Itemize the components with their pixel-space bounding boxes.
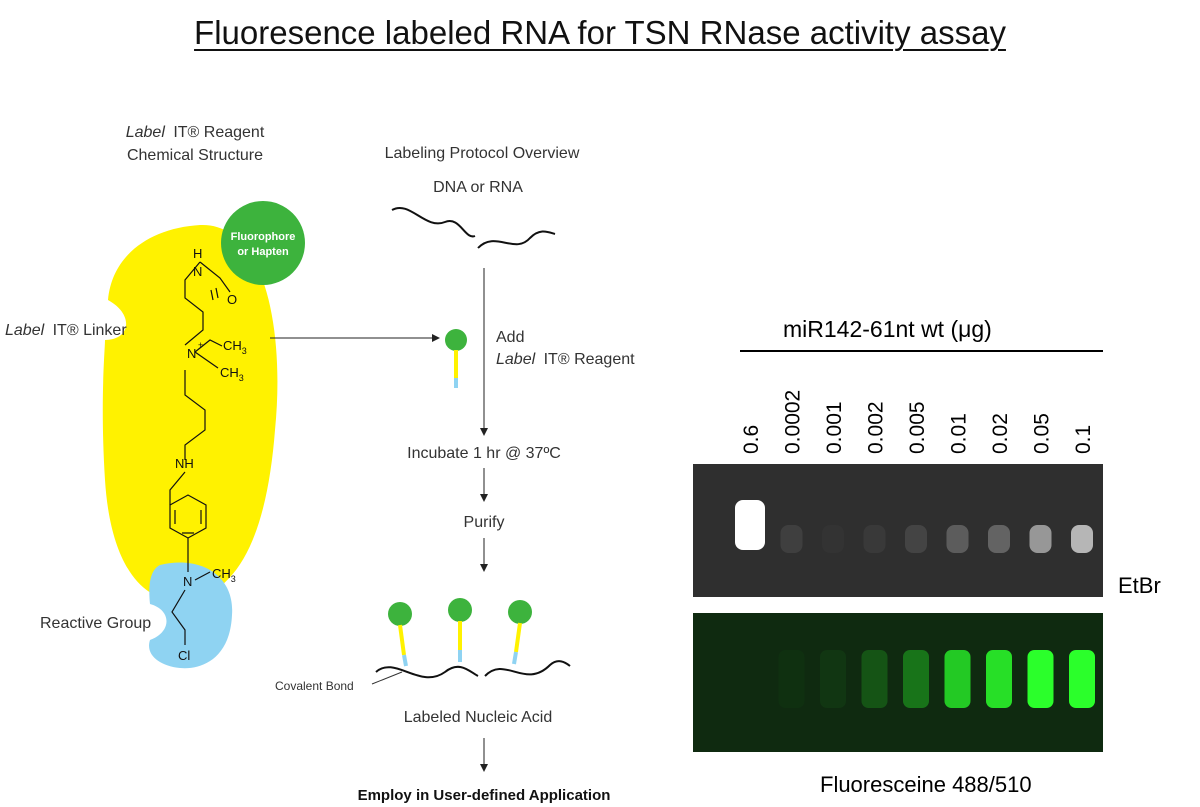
add-label: Add bbox=[496, 329, 524, 346]
fluor-label: Fluoresceine 488/510 bbox=[820, 772, 1032, 797]
atom-plus-sign: + bbox=[198, 340, 203, 350]
atom-n-plus: N bbox=[187, 346, 196, 361]
fluorophore-label-1: Fluorophore bbox=[231, 231, 296, 243]
structure-heading-2: Chemical Structure bbox=[127, 147, 263, 164]
lane-label: 0.05 bbox=[1031, 413, 1054, 454]
atom-cl: Cl bbox=[178, 648, 190, 663]
etbr-band bbox=[905, 525, 927, 553]
lane-labels: 0.6 0.0002 0.001 0.002 0.005 0.01 0.02 0.05 0.1 bbox=[740, 390, 1095, 454]
fluor-band bbox=[861, 650, 888, 708]
fluor-band bbox=[986, 650, 1012, 708]
fluor-band bbox=[1027, 650, 1054, 708]
lane-label: 0.0002 bbox=[782, 390, 805, 454]
flow-arrowhead-3 bbox=[480, 564, 488, 572]
etbr-band bbox=[822, 525, 844, 553]
linker-blob bbox=[102, 224, 278, 601]
employ-label: Employ in User-defined Application bbox=[358, 787, 611, 804]
reactive-group-label: Reactive Group bbox=[40, 615, 151, 632]
etbr-bands bbox=[735, 500, 1093, 553]
fluor-band bbox=[903, 650, 929, 708]
lane-label: 0.005 bbox=[906, 401, 929, 454]
add-reagent-label: Label IT® Reagent bbox=[496, 351, 635, 368]
flow-arrowhead-1 bbox=[480, 428, 488, 436]
atom-ch3-b: CH3 bbox=[220, 365, 244, 383]
lane-label: 0.6 bbox=[740, 425, 763, 454]
fluorophore-circle bbox=[221, 201, 305, 285]
fluor-band bbox=[779, 650, 805, 708]
linker-label: Label IT® Linker bbox=[5, 322, 127, 339]
fluorophore-label-2: or Hapten bbox=[237, 246, 289, 258]
atom-ch3-c: CH3 bbox=[212, 566, 236, 584]
purify-label: Purify bbox=[464, 514, 505, 531]
etbr-band bbox=[946, 525, 969, 553]
gel-header: miR142-61nt wt (μg) bbox=[783, 316, 992, 342]
flow-arrowhead-2 bbox=[480, 494, 488, 502]
strand-2 bbox=[477, 230, 556, 249]
dna-rna-label: DNA or RNA bbox=[433, 179, 523, 196]
etbr-band bbox=[863, 525, 886, 553]
etbr-band bbox=[1029, 525, 1052, 553]
protocol-heading: Labeling Protocol Overview bbox=[385, 145, 580, 162]
etbr-band bbox=[1071, 525, 1093, 553]
atom-n-amine: N bbox=[183, 574, 192, 589]
atom-ch3-a: CH3 bbox=[223, 338, 247, 356]
covalent-bond-label: Covalent Bond bbox=[275, 679, 354, 693]
lane-label: 0.01 bbox=[948, 413, 971, 454]
atom-nh: NH bbox=[175, 456, 194, 471]
gel-header-rule bbox=[740, 350, 1103, 352]
lane-label: 0.002 bbox=[865, 401, 888, 454]
atom-n-amide: N bbox=[193, 264, 202, 279]
incubate-label: Incubate 1 hr @ 37ºC bbox=[407, 445, 561, 462]
labeled-acid-label: Labeled Nucleic Acid bbox=[404, 709, 553, 726]
molecule-skeleton bbox=[169, 261, 231, 645]
structure-heading-1: Label IT® Reagent bbox=[126, 124, 265, 141]
etbr-band bbox=[735, 500, 765, 550]
labeled-strands bbox=[375, 598, 571, 679]
fluor-bands bbox=[779, 650, 1095, 708]
page-title: Fluoresence labeled RNA for TSN RNase ac… bbox=[194, 14, 1006, 51]
lane-label: 0.001 bbox=[823, 401, 846, 454]
fluor-band bbox=[1069, 650, 1095, 708]
fluor-band bbox=[820, 650, 846, 708]
flow-arrowhead-4 bbox=[480, 764, 488, 772]
strand-1 bbox=[391, 207, 476, 238]
reagent-lollipop-head bbox=[445, 329, 467, 351]
etbr-band bbox=[780, 525, 803, 553]
etbr-band bbox=[988, 525, 1010, 553]
atom-o: O bbox=[227, 292, 237, 307]
lane-label: 0.1 bbox=[1072, 425, 1095, 454]
gel-panel: 0.6 0.0002 0.001 0.002 0.005 0.01 0.02 0.05 0.1 bbox=[693, 390, 1103, 752]
lane-label: 0.02 bbox=[989, 413, 1012, 454]
fluor-band bbox=[944, 650, 971, 708]
atom-h: H bbox=[193, 246, 202, 261]
reactive-group-blob bbox=[149, 562, 233, 669]
covalent-bond-pointer bbox=[371, 671, 403, 685]
structure-arrowhead bbox=[432, 334, 440, 342]
etbr-label: EtBr bbox=[1118, 573, 1161, 598]
